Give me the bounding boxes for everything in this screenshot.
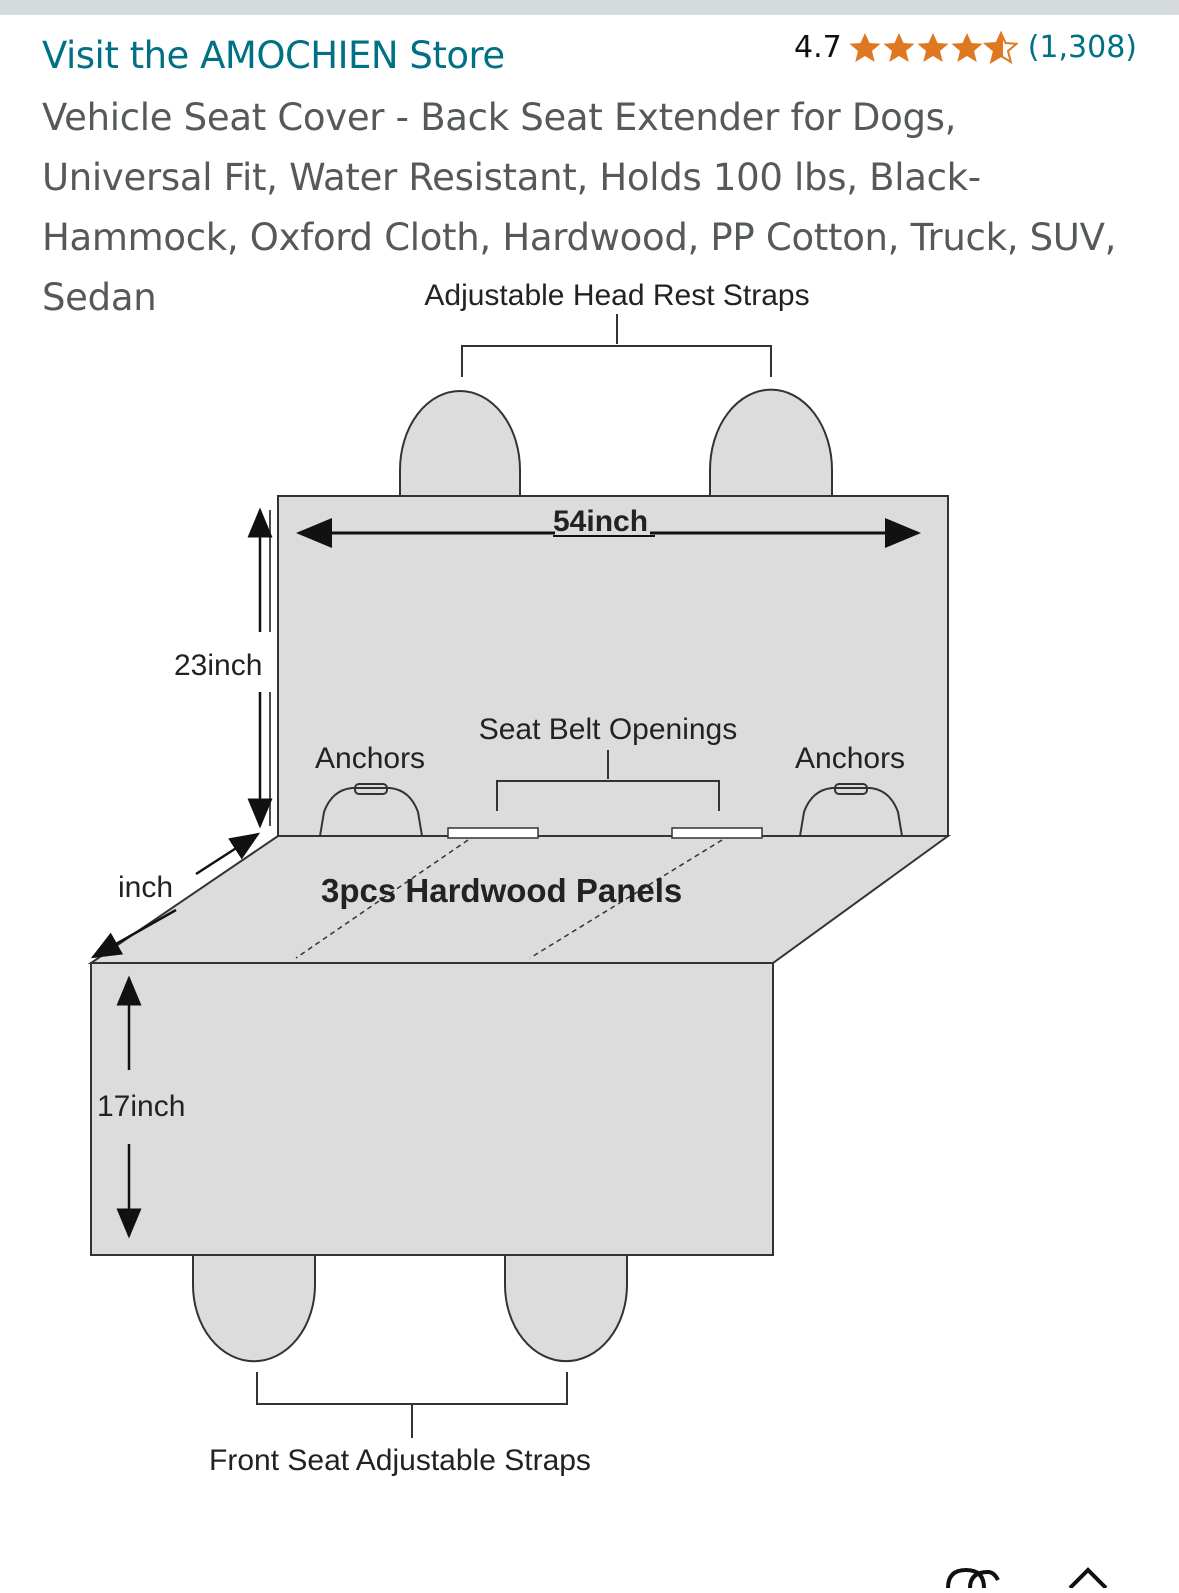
visit-store-link[interactable]: Visit the AMOCHIEN Store: [42, 34, 505, 77]
left-seat-belt-opening: [447, 827, 539, 839]
depth-label: inch: [118, 871, 173, 904]
star-icon: [883, 32, 915, 62]
front-straps-label: Front Seat Adjustable Straps: [209, 1444, 591, 1477]
star-icon: [849, 32, 881, 62]
star-rating[interactable]: [848, 30, 1018, 65]
right-anchor-icon: [798, 783, 904, 837]
star-icon: [917, 32, 949, 62]
product-title: Vehicle Seat Cover - Back Seat Extender …: [42, 96, 1117, 319]
front-strap-bracket: [256, 1372, 568, 1438]
hardwood-panels-label: 3pcs Hardwood Panels: [321, 872, 682, 909]
top-divider-strip: [0, 0, 1179, 15]
left-headrest: [399, 390, 521, 497]
right-seat-belt-opening: [671, 827, 763, 839]
depth-dimension-arrow: [90, 832, 261, 959]
back-height-dimension-arrow: [247, 507, 273, 829]
back-height-label: 23inch: [174, 649, 262, 682]
front-right-strap-loop: [504, 1254, 628, 1363]
rating-count-link[interactable]: (1,308): [1027, 30, 1137, 65]
rating-value: 4.7: [793, 30, 842, 65]
front-height-label: 17inch: [97, 1090, 185, 1123]
width-label: 54inch: [553, 505, 648, 538]
share-icon[interactable]: [946, 1567, 1000, 1589]
rating-summary[interactable]: 4.7 (1,308): [794, 30, 1137, 65]
half-star-icon: [982, 30, 1018, 64]
hardwood-panel-dividers: [295, 839, 723, 959]
anchors-right-label: Anchors: [795, 742, 905, 775]
left-anchor-icon: [318, 783, 424, 837]
bottom-action-icons[interactable]: [930, 1560, 1170, 1590]
width-dimension-arrow: [296, 518, 921, 548]
seat-belt-bracket: [496, 750, 720, 811]
front-left-strap-loop: [192, 1254, 316, 1363]
upload-icon[interactable]: [1068, 1567, 1108, 1590]
headrest-strap-bracket: [461, 314, 772, 377]
headrest-straps-label: Adjustable Head Rest Straps: [424, 279, 809, 312]
seat-belt-openings-label: Seat Belt Openings: [479, 713, 738, 746]
right-headrest: [709, 388, 833, 497]
anchors-left-label: Anchors: [315, 742, 425, 775]
back-seat-panel: [277, 495, 949, 837]
front-drop-panel: [90, 962, 774, 1256]
star-icon: [951, 32, 983, 62]
